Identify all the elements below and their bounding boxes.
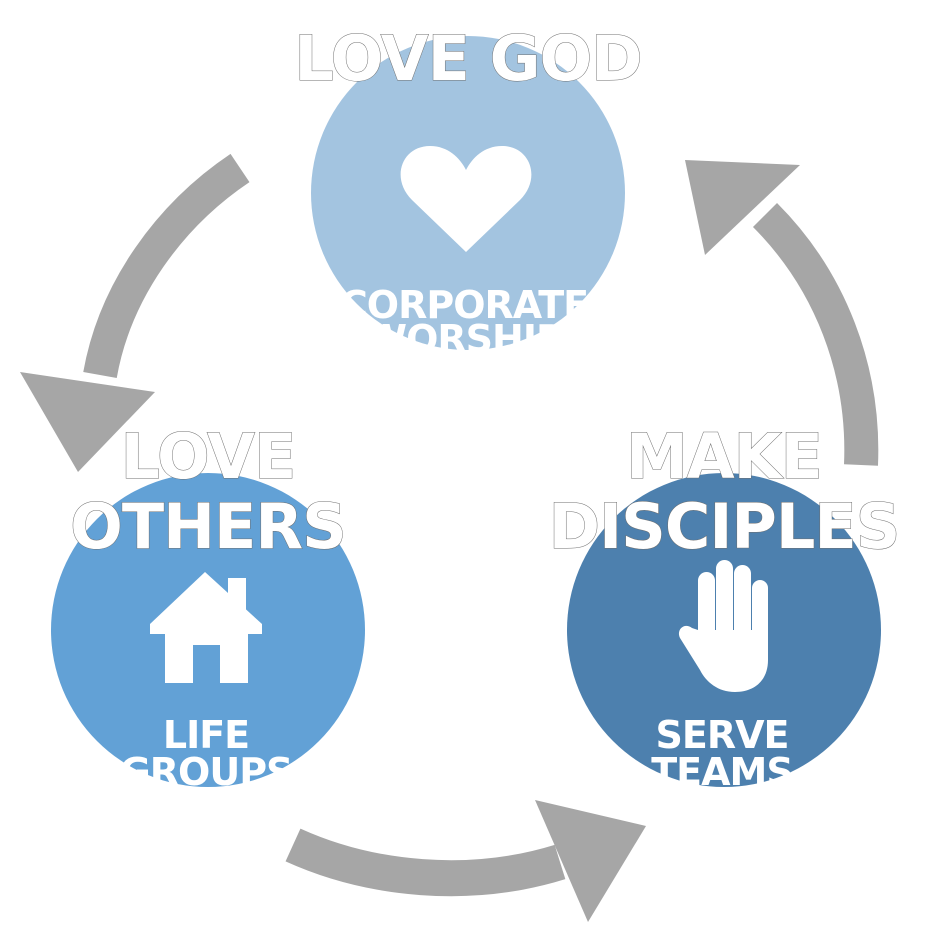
arrow-make-disciples-to-love-god xyxy=(685,160,879,466)
hand-icon xyxy=(678,560,768,692)
love-others-title-line2: OTHERS xyxy=(70,490,346,563)
node-love-others: LOVE OTHERS LIFE GROUPS xyxy=(51,420,365,794)
love-others-title-line1: LOVE xyxy=(121,420,296,493)
love-god-title: LOVE GOD xyxy=(294,22,641,95)
love-god-subtitle-line1: CORPORATE xyxy=(340,283,588,327)
love-god-subtitle-line2: WORSHIP xyxy=(365,317,563,361)
heart-icon xyxy=(400,146,532,252)
arrow-love-god-to-love-others xyxy=(20,153,250,472)
house-icon xyxy=(150,572,262,683)
arrow-shaft xyxy=(285,828,566,897)
love-others-subtitle-line2: GROUPS xyxy=(120,750,293,794)
make-disciples-title-line2: DISCIPLES xyxy=(549,490,900,563)
arrow-shaft xyxy=(752,202,879,466)
node-love-god: LOVE GOD CORPORATE WORSHIP xyxy=(294,22,643,362)
arrow-head xyxy=(535,800,646,922)
arrow-love-others-to-make-disciples xyxy=(285,800,646,922)
arrow-shaft xyxy=(83,153,250,379)
make-disciples-title-line1: MAKE xyxy=(626,420,822,493)
make-disciples-subtitle-line2: TEAMS xyxy=(651,750,792,794)
arrow-head xyxy=(685,160,800,255)
love-others-subtitle-line1: LIFE xyxy=(163,713,249,757)
make-disciples-subtitle-line1: SERVE xyxy=(656,713,789,757)
node-make-disciples: MAKE DISCIPLES SERVE TEAMS xyxy=(548,420,901,795)
arrow-head xyxy=(20,372,155,472)
